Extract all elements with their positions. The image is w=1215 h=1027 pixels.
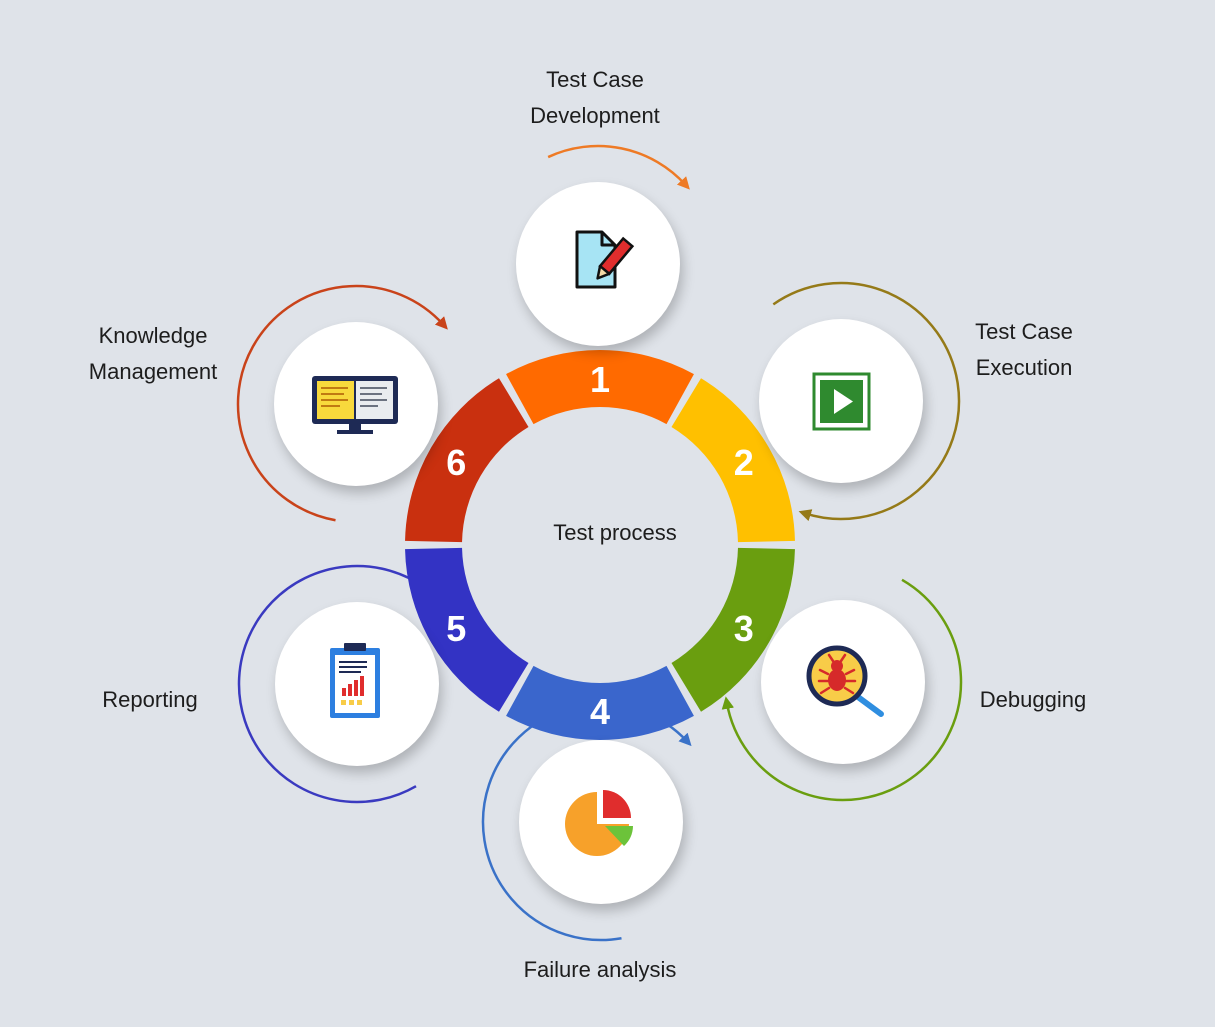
- step-4-label-line-1: Failure analysis: [523, 957, 677, 982]
- ring-segments: 1 2 3 4 5 6: [405, 350, 795, 740]
- segment-number-1: 1: [590, 359, 610, 400]
- ring-segment-2: [671, 378, 795, 543]
- step-6-circle: [274, 322, 438, 486]
- segment-number-3: 3: [734, 608, 754, 649]
- bug-search-icon: [806, 645, 884, 717]
- play-icon: [812, 372, 871, 431]
- step-6-label: Knowledge Management: [68, 318, 238, 390]
- step-2-label-line-1: Test Case: [975, 319, 1073, 344]
- cycle-arrow-2: [772, 281, 961, 522]
- step-4-label: Failure analysis: [490, 952, 710, 988]
- step-2-circle: [759, 319, 923, 483]
- ring-segment-6: [405, 378, 529, 543]
- ring-segment-5: [405, 547, 529, 712]
- segment-number-6: 6: [446, 442, 466, 483]
- ring-segment-3: [671, 547, 795, 712]
- step-3-circle: [761, 600, 925, 764]
- step-1-label-line-2: Development: [530, 103, 660, 128]
- step-4-circle: [519, 740, 683, 904]
- monitor-icon: [312, 376, 398, 434]
- segment-number-4: 4: [590, 691, 610, 732]
- segment-number-5: 5: [446, 608, 466, 649]
- step-2-label: Test Case Execution: [944, 314, 1104, 386]
- step-3-label-line-1: Debugging: [979, 687, 1087, 712]
- step-1-label-line-1: Test Case: [546, 67, 644, 92]
- step-5-label: Reporting: [80, 682, 220, 718]
- ring-segment-4: [506, 665, 694, 740]
- ring-segment-1: [506, 350, 694, 425]
- center-title: Test process: [553, 520, 677, 545]
- step-6-label-line-2: Management: [88, 359, 218, 384]
- step-2-label-line-2: Execution: [975, 355, 1073, 380]
- clipboard-report-icon: [330, 643, 380, 718]
- cycle-arrow-6: [236, 284, 448, 522]
- step-5-circle: [275, 602, 439, 766]
- pie-chart-icon: [565, 790, 633, 856]
- step-1-label: Test Case Development: [495, 62, 695, 134]
- step-5-label-line-1: Reporting: [102, 687, 198, 712]
- step-3-label: Debugging: [963, 682, 1103, 718]
- document-edit-icon: [575, 230, 635, 289]
- step-1-circle: [516, 182, 680, 346]
- cycle-arrow-3: [721, 578, 963, 802]
- step-6-label-line-1: Knowledge: [98, 323, 208, 348]
- cycle-arrow-1: [547, 144, 690, 190]
- cycle-arrow-5: [237, 564, 432, 804]
- segment-number-2: 2: [734, 442, 754, 483]
